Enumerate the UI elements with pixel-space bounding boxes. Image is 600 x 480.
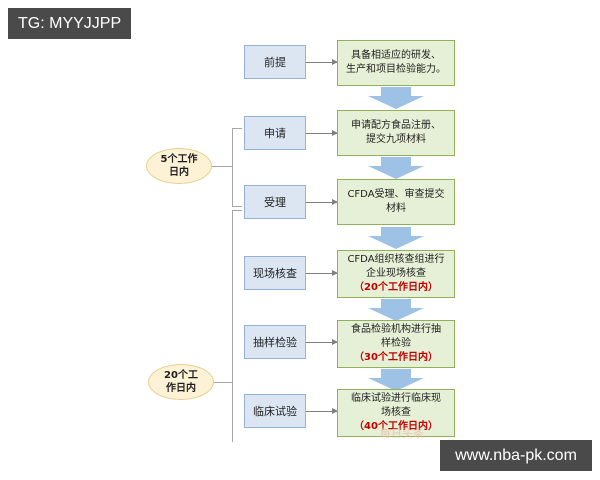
time-label-5-days: 5个工作 日内 bbox=[146, 148, 212, 184]
desc-line: 临床试验进行临床现 bbox=[351, 393, 441, 404]
desc-accept: CFDA受理、审查提交 材料 bbox=[337, 179, 455, 225]
tag-label: TG: MYYJJPP bbox=[8, 8, 132, 39]
desc-line: CFDA组织核查组进行 bbox=[347, 254, 445, 265]
connector-arrow bbox=[306, 270, 338, 276]
desc-sampling: 食品检验机构进行抽 样检验 （30个工作日内） bbox=[337, 320, 455, 368]
connector-arrow bbox=[306, 199, 338, 205]
bracket-tick bbox=[232, 206, 242, 207]
desc-line: 提交九项材料 bbox=[366, 134, 426, 145]
connector-arrow bbox=[306, 408, 338, 414]
desc-line: 场核查 bbox=[381, 407, 411, 418]
bracket-tick bbox=[232, 210, 242, 211]
down-arrow-icon bbox=[368, 227, 424, 249]
duration-text: （20个工作日内） bbox=[354, 282, 438, 293]
step-label: 申请 bbox=[264, 127, 286, 140]
desc-line: 具备相适应的研发、 bbox=[351, 50, 441, 61]
down-arrow-icon bbox=[368, 369, 424, 391]
desc-line: 食品检验机构进行抽 bbox=[351, 324, 441, 335]
time-line: 作日内 bbox=[166, 383, 196, 394]
step-accept: 受理 bbox=[244, 185, 306, 219]
down-arrow-icon bbox=[368, 157, 424, 179]
duration-text: （40个工作日内） bbox=[354, 421, 438, 432]
time-line: 20个工 bbox=[164, 370, 198, 381]
desc-line: 材料 bbox=[386, 203, 406, 214]
down-arrow-icon bbox=[368, 87, 424, 109]
step-site-inspection: 现场核查 bbox=[244, 256, 306, 290]
bracket-tick bbox=[232, 128, 242, 129]
desc-apply: 申请配方食品注册、 提交九项材料 bbox=[337, 110, 455, 156]
desc-line: 样检验 bbox=[381, 338, 411, 349]
watermark-url: www.nba-pk.com bbox=[440, 440, 592, 471]
connector-arrow bbox=[306, 130, 338, 136]
step-sampling: 抽样检验 bbox=[244, 325, 306, 359]
time-line: 日内 bbox=[169, 167, 189, 178]
step-apply: 申请 bbox=[244, 116, 306, 150]
desc-clinical-trial: 临床试验进行临床现 场核查 （40个工作日内） bbox=[337, 389, 455, 437]
desc-site-inspection: CFDA组织核查组进行 企业现场核查 （20个工作日内） bbox=[337, 250, 455, 298]
down-arrow-icon bbox=[368, 299, 424, 321]
bracket-tick bbox=[212, 382, 232, 383]
desc-line: 企业现场核查 bbox=[366, 268, 426, 279]
desc-premise: 具备相适应的研发、 生产和项目检验能力。 bbox=[337, 40, 455, 86]
time-label-20-days: 20个工 作日内 bbox=[148, 364, 214, 400]
step-label: 临床试验 bbox=[253, 405, 297, 418]
step-label: 受理 bbox=[264, 196, 286, 209]
source-logo: 每日头条 bbox=[380, 427, 424, 440]
desc-line: 申请配方食品注册、 bbox=[351, 120, 441, 131]
duration-text: （30个工作日内） bbox=[354, 352, 438, 363]
time-line: 5个工作 bbox=[160, 154, 198, 165]
desc-line: 生产和项目检验能力。 bbox=[346, 64, 446, 75]
step-premise: 前提 bbox=[244, 45, 306, 79]
time-bracket bbox=[232, 128, 233, 206]
bracket-tick bbox=[212, 166, 232, 167]
step-label: 抽样检验 bbox=[253, 336, 297, 349]
desc-line: CFDA受理、审查提交 bbox=[347, 189, 445, 200]
step-clinical-trial: 临床试验 bbox=[244, 394, 306, 428]
step-label: 前提 bbox=[264, 56, 286, 69]
time-bracket bbox=[232, 210, 233, 442]
connector-arrow bbox=[306, 339, 338, 345]
connector-arrow bbox=[306, 59, 338, 65]
step-label: 现场核查 bbox=[253, 267, 297, 280]
